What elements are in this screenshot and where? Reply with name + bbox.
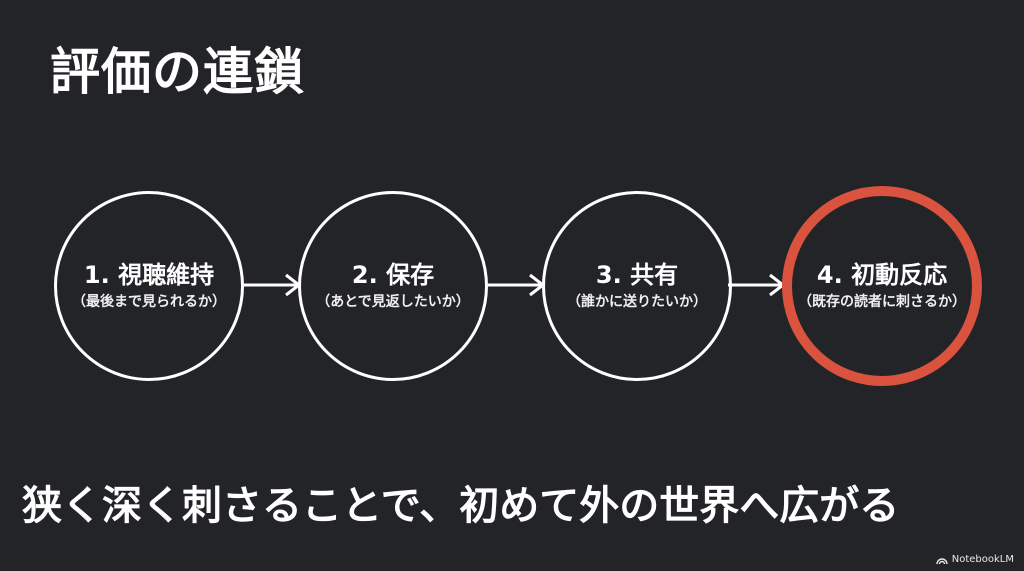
step-description: （既存の読者に刺さるか） (798, 294, 966, 310)
step-description: （あとで見返したいか） (316, 294, 470, 310)
brand-label: NotebookLM (951, 554, 1014, 565)
step-description: （最後まで見られるか） (72, 294, 226, 310)
arrow-right-icon (728, 273, 786, 297)
arrow-right-icon (488, 273, 546, 297)
step-node-4-highlighted: 4. 初動反応 （既存の読者に刺さるか） (782, 186, 982, 386)
step-node-3: 3. 共有 （誰かに送りたいか） (542, 191, 732, 381)
step-node-1: 1. 視聴維持 （最後まで見られるか） (54, 191, 244, 381)
step-description: （誰かに送りたいか） (567, 294, 707, 310)
step-label: 1. 視聴維持 (83, 261, 215, 289)
step-label: 3. 共有 (595, 261, 679, 289)
step-label: 2. 保存 (351, 261, 435, 289)
slide-title: 評価の連鎖 (50, 43, 305, 101)
arrow-right-icon (244, 273, 302, 297)
tagline: 狭く深く刺さることで、初めて外の世界へ広がる (22, 483, 900, 529)
step-node-2: 2. 保存 （あとで見返したいか） (298, 191, 488, 381)
notebooklm-icon (936, 557, 948, 564)
brand-watermark: NotebookLM (936, 554, 1014, 565)
step-label: 4. 初動反応 (816, 261, 948, 289)
